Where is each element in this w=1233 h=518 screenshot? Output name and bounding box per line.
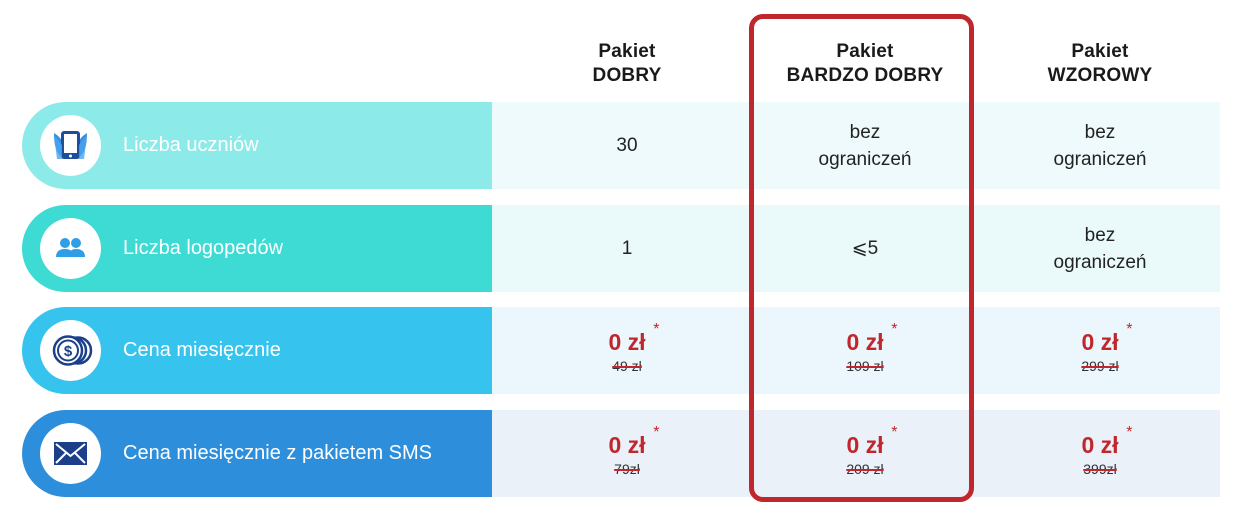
price-cell: 0 zł* 299 zł	[1000, 307, 1200, 394]
cell-line1: bez	[1084, 121, 1116, 143]
row-label: Cena miesięcznie	[123, 339, 281, 361]
icon-badge	[40, 115, 101, 176]
price-cell: 0 zł* 109 zł	[760, 307, 970, 394]
users-icon	[56, 238, 85, 257]
row-cells	[492, 102, 1220, 189]
row-cells	[492, 410, 1220, 497]
price-cell: 0 zł* 49 zł	[527, 307, 727, 394]
cell-line1: bez	[1084, 224, 1116, 246]
row-label: Liczba logopedów	[123, 237, 284, 259]
cell-line1: 1	[621, 238, 633, 259]
old-price: 399zł	[1083, 460, 1117, 477]
value-cell: ⩽5	[760, 205, 970, 292]
feature-row-students: Liczba uczniów	[22, 102, 1220, 189]
package-header-line2: BARDZO DOBRY	[786, 65, 944, 86]
old-price: 109 zł	[846, 357, 884, 374]
feature-row-speech-therapists: Liczba logopedów	[22, 205, 1220, 292]
asterisk-mark: *	[891, 423, 898, 441]
asterisk-mark: *	[1126, 423, 1133, 441]
row-cells	[492, 307, 1220, 394]
value-cell: bez ograniczeń	[760, 102, 970, 189]
cell-line2: ograniczeń	[1053, 148, 1147, 170]
asterisk-mark: *	[891, 320, 898, 338]
recommended-package-highlight	[749, 14, 974, 502]
package-header-line2: DOBRY	[592, 65, 662, 86]
price-cell: 0 zł* 79zł	[527, 410, 727, 497]
icon-badge: $	[40, 320, 101, 381]
price-value: 0 zł*	[1081, 424, 1132, 459]
asterisk-mark: *	[1126, 320, 1133, 338]
row-label: Cena miesięcznie z pakietem SMS	[123, 442, 433, 464]
value-cell: 30	[527, 102, 727, 189]
old-price: 299 zł	[1081, 357, 1119, 374]
asterisk-mark: *	[653, 320, 660, 338]
asterisk-mark: *	[653, 423, 660, 441]
row-label: Liczba uczniów	[123, 134, 259, 156]
value-cell: bez ograniczeń	[1000, 102, 1200, 189]
old-price: 79zł	[614, 460, 640, 477]
package-header-line1: Pakiet	[1071, 41, 1129, 62]
cell-line2: ograniczeń	[1053, 251, 1147, 273]
value-cell: bez ograniczeń	[1000, 205, 1200, 292]
coins-dollar-icon: $	[52, 335, 93, 366]
envelope-icon	[54, 442, 87, 465]
price-value: 0 zł*	[608, 424, 659, 459]
row-cells	[492, 205, 1220, 292]
package-header-line1: Pakiet	[836, 41, 894, 62]
value-cell: 1	[527, 205, 727, 292]
price-cell: 0 zł* 209 zł	[760, 410, 970, 497]
package-header-dobry: Pakiet DOBRY	[547, 40, 707, 88]
old-price: 49 zł	[612, 357, 642, 374]
price-value: 0 zł*	[608, 321, 659, 356]
cell-line2: ograniczeń	[818, 148, 912, 170]
package-header-wzorowy: Pakiet WZOROWY	[1020, 40, 1180, 88]
price-value: 0 zł*	[1081, 321, 1132, 356]
icon-badge	[40, 218, 101, 279]
price-cell: 0 zł* 399zł	[1000, 410, 1200, 497]
price-value: 0 zł*	[846, 424, 897, 459]
cell-line1: ⩽5	[851, 238, 879, 259]
svg-text:$: $	[64, 343, 73, 360]
cell-line1: 30	[616, 135, 638, 156]
package-header-bardzo-dobry: Pakiet BARDZO DOBRY	[760, 40, 970, 88]
package-header-line1: Pakiet	[598, 41, 656, 62]
tablet-hands-icon	[54, 131, 87, 159]
old-price: 209 zł	[846, 460, 884, 477]
package-header-line2: WZOROWY	[1047, 65, 1153, 86]
cell-line1: bez	[849, 121, 881, 143]
icon-badge	[40, 423, 101, 484]
feature-row-monthly-price: $ Cena miesięcznie	[22, 307, 1220, 394]
price-value: 0 zł*	[846, 321, 897, 356]
feature-row-monthly-price-sms: Cena miesięcznie z pakietem SMS	[22, 410, 1220, 497]
